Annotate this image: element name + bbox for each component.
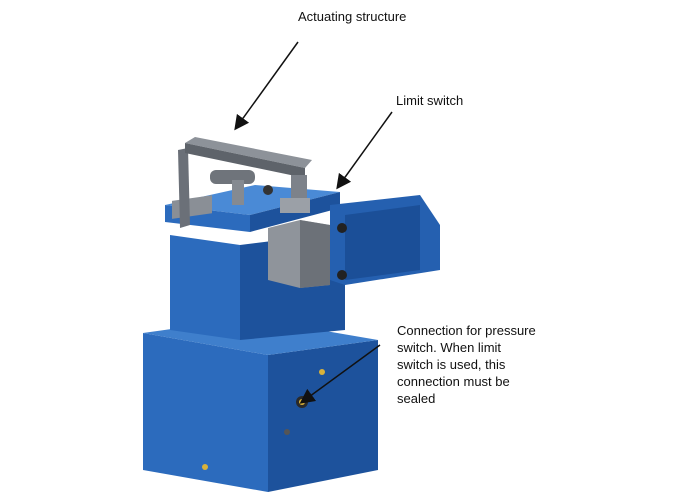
arrow-limit-switch	[336, 111, 393, 190]
label-line: switch. When limit	[397, 340, 502, 355]
label-connection: Connection for pressure switch. When lim…	[397, 322, 536, 407]
label-limit-switch: Limit switch	[396, 93, 464, 108]
actuating-structure	[178, 137, 312, 228]
arrow-connection	[299, 344, 381, 404]
label-actuating-structure: Actuating structure	[298, 9, 407, 24]
arrow-actuating	[234, 41, 299, 131]
limit-switch	[268, 195, 440, 288]
label-line: switch is used, this	[397, 357, 506, 372]
label-line: connection must be	[397, 374, 510, 389]
label-line: sealed	[397, 391, 436, 406]
lower-block	[143, 318, 378, 492]
label-line: Connection for pressure	[397, 323, 536, 338]
